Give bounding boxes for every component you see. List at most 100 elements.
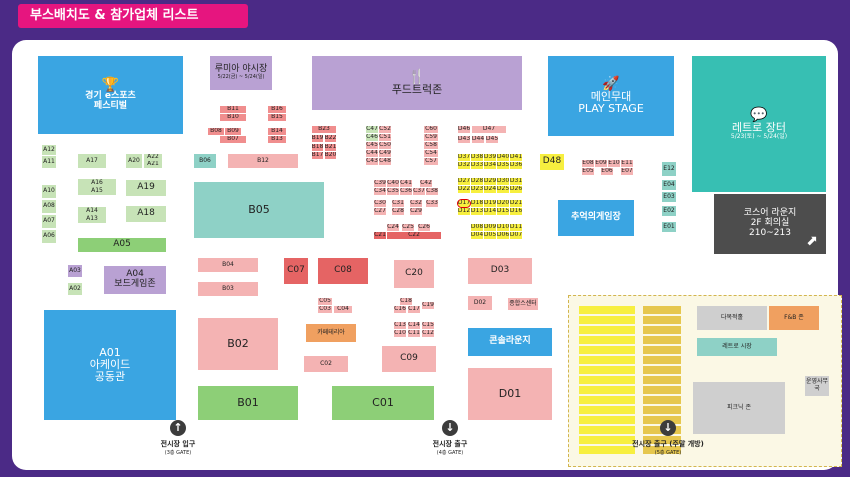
booth-c17[interactable]: C17: [408, 306, 420, 313]
booth-e08[interactable]: E08: [582, 160, 594, 167]
booth-e10[interactable]: E10: [608, 160, 620, 167]
exit-5f[interactable]: ↓ 전시장 출구 (주말 개방) (5층 GATE): [618, 420, 718, 456]
booth-a10[interactable]: A10: [42, 185, 56, 198]
booth-d19[interactable]: D19: [484, 200, 496, 207]
booth-e12[interactable]: E12: [662, 162, 676, 176]
booth-a08[interactable]: A08: [42, 200, 56, 213]
booth-d38[interactable]: D38: [471, 154, 483, 161]
console-lounge[interactable]: 콘솔라운지: [468, 328, 552, 356]
booth-d33[interactable]: D33: [471, 162, 483, 169]
booth-b18[interactable]: B18: [312, 144, 323, 151]
booth-d10[interactable]: D10: [497, 224, 509, 231]
booth-d04[interactable]: D04: [471, 232, 483, 239]
booth-d09[interactable]: D09: [484, 224, 496, 231]
booth-a12[interactable]: A12: [42, 145, 56, 155]
booth-c54[interactable]: C54: [424, 150, 438, 157]
entrance-3f[interactable]: ↑ 전시장 입구 (3층 GATE): [148, 420, 208, 456]
zone-room-fnb[interactable]: F&B 존: [769, 306, 819, 330]
booth-c12[interactable]: C12: [422, 330, 434, 337]
booth-c13[interactable]: C13: [394, 322, 406, 329]
booth-b10[interactable]: B10: [220, 114, 246, 121]
booth-a05[interactable]: A05: [78, 238, 166, 252]
main-stage[interactable]: 🚀 메인무대 PLAY STAGE: [548, 56, 674, 136]
market-area[interactable]: 루미아 야시장 5/22(금) ~ 5/24(일): [210, 56, 272, 90]
booth-a18[interactable]: A18: [126, 206, 166, 222]
booth-d36[interactable]: D36: [510, 162, 522, 169]
booth-c34[interactable]: C34: [374, 188, 386, 195]
booth-a19[interactable]: A19: [126, 180, 166, 196]
booth-a21[interactable]: A21: [144, 161, 162, 168]
zone-room-retro[interactable]: 레트로 시장: [697, 338, 777, 356]
booth-a06[interactable]: A06: [42, 230, 56, 243]
booth-c59[interactable]: C59: [424, 134, 438, 141]
booth-b16[interactable]: B16: [268, 106, 286, 113]
booth-c57[interactable]: C57: [424, 158, 438, 165]
booth-c10[interactable]: C10: [394, 330, 406, 337]
booth-d06[interactable]: D06: [497, 232, 509, 239]
cafeteria-area[interactable]: 카페테리아: [306, 324, 356, 342]
booth-c42[interactable]: C42: [420, 180, 432, 187]
booth-c50[interactable]: C50: [379, 142, 391, 149]
booth-a13[interactable]: A13: [78, 215, 106, 223]
booth-c35[interactable]: C35: [387, 188, 399, 195]
booth-d35[interactable]: D35: [497, 162, 509, 169]
booth-d17[interactable]: D17: [457, 199, 471, 208]
booth-d30[interactable]: D30: [497, 178, 509, 185]
booth-c48[interactable]: C48: [379, 158, 391, 165]
booth-c11[interactable]: C11: [408, 330, 420, 337]
booth-d47[interactable]: D47: [472, 126, 506, 133]
booth-b22[interactable]: B22: [325, 135, 336, 142]
booth-d15[interactable]: D15: [497, 208, 509, 215]
booth-b06[interactable]: B06: [194, 154, 216, 168]
info-center[interactable]: 종합스센터: [508, 298, 538, 310]
booth-d46[interactable]: D46: [458, 126, 470, 133]
memory-arcade[interactable]: 추억의게임장: [558, 200, 634, 236]
booth-c41[interactable]: C41: [400, 180, 412, 187]
booth-c52[interactable]: C52: [379, 126, 391, 133]
booth-e06[interactable]: E06: [601, 168, 613, 175]
booth-b11[interactable]: B11: [220, 106, 246, 113]
booth-b09[interactable]: B09: [225, 128, 241, 135]
booth-a14[interactable]: A14: [78, 207, 106, 215]
booth-d29[interactable]: D29: [484, 178, 496, 185]
booth-a15[interactable]: A15: [78, 187, 116, 195]
booth-d14[interactable]: D14: [484, 208, 496, 215]
booth-c05[interactable]: C05: [318, 298, 332, 305]
booth-e03[interactable]: E03: [662, 192, 676, 202]
booth-c38[interactable]: C38: [426, 188, 438, 195]
booth-c21[interactable]: C21: [374, 232, 386, 239]
booth-e05[interactable]: E05: [582, 168, 594, 175]
booth-c36[interactable]: C36: [400, 188, 412, 195]
booth-d26[interactable]: D26: [510, 186, 522, 193]
booth-a16[interactable]: A16: [78, 179, 116, 187]
booth-c39[interactable]: C39: [374, 180, 386, 187]
booth-c40[interactable]: C40: [387, 180, 399, 187]
booth-d22[interactable]: D22: [458, 186, 470, 193]
booth-e01[interactable]: E01: [662, 222, 676, 232]
booth-b23[interactable]: B23: [312, 126, 336, 133]
booth-d44[interactable]: D44: [472, 136, 484, 143]
booth-d01[interactable]: D01: [468, 368, 552, 420]
booth-b03[interactable]: B03: [198, 282, 258, 296]
booth-d32[interactable]: D32: [458, 162, 470, 169]
booth-b21[interactable]: B21: [325, 144, 336, 151]
booth-c33[interactable]: C33: [426, 200, 438, 207]
booth-c14[interactable]: C14: [408, 322, 420, 329]
booth-c49[interactable]: C49: [379, 150, 391, 157]
booth-d20[interactable]: D20: [497, 200, 509, 207]
booth-b04[interactable]: B04: [198, 258, 258, 272]
booth-d07[interactable]: D07: [510, 232, 522, 239]
booth-d12[interactable]: D12: [458, 208, 470, 215]
booth-c30[interactable]: C30: [374, 200, 386, 207]
food-area[interactable]: 🍴 푸드트럭존: [312, 56, 522, 110]
booth-e04[interactable]: E04: [662, 180, 676, 190]
booth-c26[interactable]: C26: [418, 224, 430, 231]
exit-4f[interactable]: ↓ 전시장 출구 (4층 GATE): [420, 420, 480, 456]
booth-b02[interactable]: B02: [198, 318, 278, 370]
booth-c27[interactable]: C27: [374, 208, 386, 215]
booth-d05[interactable]: D05: [484, 232, 496, 239]
retro-market[interactable]: 💬 레트로 장터 5/23(토) ~ 5/24(일): [692, 56, 826, 192]
booth-b15[interactable]: B15: [268, 114, 286, 121]
booth-c46[interactable]: C46: [366, 134, 378, 141]
booth-e02[interactable]: E02: [662, 206, 676, 216]
